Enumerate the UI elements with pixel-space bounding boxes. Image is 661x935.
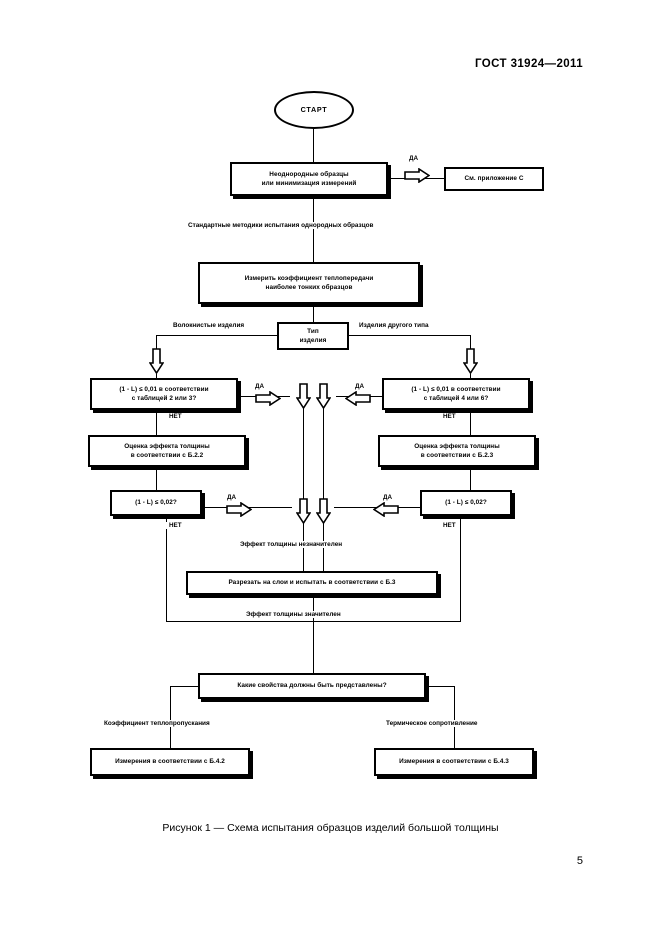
label-no-left-cond1: НЕТ xyxy=(166,413,185,420)
connector-measure-to-producttype xyxy=(313,304,315,322)
arrow-left-rightcond1-yes xyxy=(345,391,371,406)
node-measure-b42-label: Измерения в соответствии с Б.4.2 xyxy=(115,758,225,766)
label-fibrous: Волокнистые изделия xyxy=(170,322,248,329)
node-left-cond2-shadow-wrap: (1 - L) ≤ 0,02? xyxy=(110,490,205,519)
node-which-props-label: Какие свойства должны быть представлены? xyxy=(237,682,387,690)
connector-leftno-down-long xyxy=(166,516,168,621)
figure-caption: Рисунок 1 — Схема испытания образцов изд… xyxy=(162,822,499,834)
connector-props-right-down xyxy=(454,686,456,748)
connector-props-left-down xyxy=(170,686,172,748)
connector-rightcond1-no xyxy=(470,410,472,435)
node-cut-layers: Разрезать на слои и испытать в соответст… xyxy=(186,571,438,595)
arrow-down-fibrous xyxy=(149,348,164,374)
label-yes-annexc: ДА xyxy=(406,155,422,162)
node-measure-b43-label: Измерения в соответствии с Б.4.3 xyxy=(399,758,509,766)
node-which-props-shadow-wrap: Какие свойства должны быть представлены? xyxy=(198,673,429,702)
label-yes-right-cond1: ДА xyxy=(352,383,368,390)
document-header: ГОСТ 31924—2011 xyxy=(475,58,583,70)
arrow-right-leftcond1-yes xyxy=(255,391,281,406)
label-effect-major: Эффект толщины значителен xyxy=(243,611,344,618)
trunk-right-branch xyxy=(323,396,325,571)
label-transmittance: Коэффициент теплопропускания xyxy=(101,720,213,727)
connector-other-to-rightcond1 xyxy=(470,374,472,378)
rail-props-split-left xyxy=(170,686,198,688)
connector-lefteval-to-leftcond2 xyxy=(156,467,158,490)
node-start-label: СТАРТ xyxy=(300,104,328,114)
connector-leftcond1-no xyxy=(156,410,158,435)
connector-merge-to-whichprops xyxy=(313,621,315,673)
connector-producttype-left xyxy=(156,335,277,337)
node-right-cond2-shadow-wrap: (1 - L) ≤ 0,02? xyxy=(420,490,515,519)
connector-producttype-right xyxy=(349,335,470,337)
arrow-down-other xyxy=(463,348,478,374)
arrow-left-rightcond2-yes xyxy=(373,502,399,517)
connector-other-down xyxy=(470,335,472,350)
connector-inhomogeneous-to-measure xyxy=(313,196,315,262)
node-measure-b42: Измерения в соответствии с Б.4.2 xyxy=(90,748,250,776)
node-cut-layers-shadow-wrap: Разрезать на слои и испытать в соответст… xyxy=(186,571,441,598)
node-right-cond2-label: (1 - L) ≤ 0,02? xyxy=(445,499,487,507)
node-annex-c: См. приложение С xyxy=(444,167,544,191)
label-other-type: Изделия другого типа xyxy=(356,322,432,329)
label-resistance: Термическое сопротивление xyxy=(383,720,481,727)
connector-righteval-to-rightcond2 xyxy=(470,467,472,490)
label-no-left-cond2: НЕТ xyxy=(166,522,185,529)
rail-props-split-right xyxy=(426,686,454,688)
arrow-down-trunk-left-b xyxy=(296,498,311,524)
connector-cutlayers-down xyxy=(313,595,315,621)
node-cut-layers-label: Разрезать на слои и испытать в соответст… xyxy=(228,579,396,587)
label-no-right-cond1: НЕТ xyxy=(440,413,459,420)
node-right-cond2: (1 - L) ≤ 0,02? xyxy=(420,490,512,516)
arrow-right-leftcond2-yes xyxy=(226,502,252,517)
arrow-down-trunk-left-a xyxy=(296,383,311,409)
node-start: СТАРТ xyxy=(274,91,354,129)
node-left-cond2: (1 - L) ≤ 0,02? xyxy=(110,490,202,516)
trunk-left-branch xyxy=(303,396,305,571)
label-yes-left-cond1: ДА xyxy=(252,383,268,390)
label-yes-left-cond2: ДА xyxy=(224,494,240,501)
connector-fibrous-to-leftcond1 xyxy=(156,374,158,378)
node-which-props: Какие свойства должны быть представлены? xyxy=(198,673,426,699)
node-measure-b43-shadow-wrap: Измерения в соответствии с Б.4.3 xyxy=(374,748,537,779)
arrow-down-trunk-right-a xyxy=(316,383,331,409)
arrow-down-trunk-right-b xyxy=(316,498,331,524)
page-number: 5 xyxy=(576,855,583,867)
node-measure-b43: Измерения в соответствии с Б.4.3 xyxy=(374,748,534,776)
label-standard-methods: Стандартные методики испытания однородны… xyxy=(185,222,377,229)
connector-start-to-inhomogeneous xyxy=(313,129,315,162)
node-annex-c-label: См. приложение С xyxy=(464,175,524,183)
arrow-right-annexc xyxy=(404,168,430,183)
label-yes-right-cond2: ДА xyxy=(380,494,396,501)
connector-fibrous-down xyxy=(156,335,158,350)
label-effect-minor: Эффект толщины незначителен xyxy=(237,541,346,548)
node-left-cond2-label: (1 - L) ≤ 0,02? xyxy=(135,499,177,507)
connector-rightno-down-long xyxy=(460,516,462,621)
label-no-right-cond2: НЕТ xyxy=(440,522,459,529)
node-measure-b42-shadow-wrap: Измерения в соответствии с Б.4.2 xyxy=(90,748,253,779)
